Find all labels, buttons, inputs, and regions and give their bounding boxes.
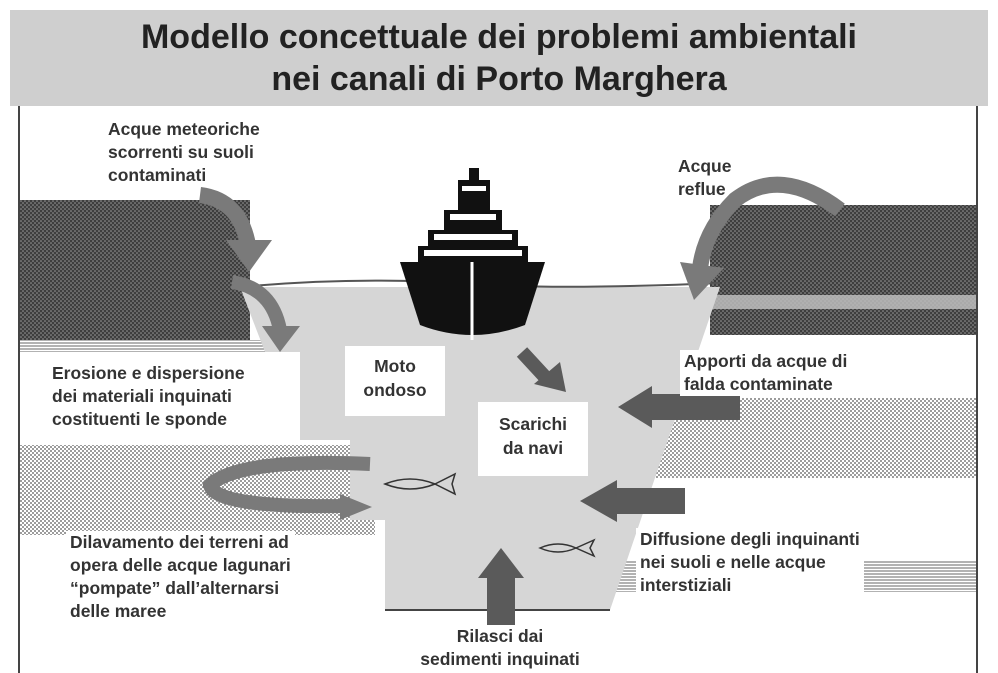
label-line: Scarichi (498, 414, 568, 434)
title-line-1: Modello concettuale dei problemi ambient… (140, 18, 857, 56)
label-line: opera delle acque lagunari (70, 555, 291, 575)
right-bank-contaminated-soil (710, 205, 976, 335)
label-line: dei materiali inquinati (52, 386, 232, 406)
right-bank-light-band (710, 295, 976, 309)
label-line: ondoso (363, 380, 427, 400)
label-line: scorrenti su suoli (108, 142, 254, 162)
label-line: Acque meteoriche (108, 119, 260, 139)
arrow-meteoriche (198, 187, 300, 352)
label-line: “pompate” dall’alternarsi (70, 578, 280, 598)
arrow-diffusione (580, 480, 685, 522)
diagram-title: Modello concettuale dei problemi ambient… (10, 16, 988, 100)
label-acque-reflue: Acque reflue (678, 155, 731, 201)
label-line: falda contaminate (684, 374, 833, 394)
label-diffusione: Diffusione degli inquinanti nei suoli e … (636, 528, 864, 597)
label-rilasci: Rilasci dai sedimenti inquinati (420, 625, 580, 671)
label-line: contaminati (108, 165, 207, 185)
left-bank-contaminated-soil (20, 200, 250, 340)
label-line: da navi (502, 438, 564, 458)
label-acque-meteoriche: Acque meteoriche scorrenti su suoli cont… (108, 118, 260, 187)
label-line: Rilasci dai (456, 626, 544, 646)
arrow-apporti (618, 386, 740, 428)
frame-right-line (976, 106, 978, 673)
label-line: Acque (678, 156, 732, 176)
label-scarichi: Scarichi da navi (478, 402, 588, 476)
fish-icon (538, 538, 596, 558)
label-moto-ondoso: Moto ondoso (345, 346, 445, 416)
label-dilavamento: Dilavamento dei terreni ad opera delle a… (66, 531, 295, 623)
label-line: Apporti da acque di (684, 351, 848, 371)
ship-illustration (400, 168, 545, 340)
label-line: delle maree (70, 601, 167, 621)
label-line: interstiziali (640, 575, 732, 595)
label-line: Moto (374, 356, 416, 376)
label-line: reflue (678, 179, 726, 199)
label-line: costituenti le sponde (52, 409, 228, 429)
label-line: Erosione e dispersione (52, 363, 245, 383)
label-line: Diffusione degli inquinanti (640, 529, 860, 549)
label-line: Dilavamento dei terreni ad (70, 532, 289, 552)
label-line: sedimenti inquinati (420, 649, 580, 669)
label-erosione: Erosione e dispersione dei materiali inq… (48, 362, 249, 431)
label-line: nei suoli e nelle acque (640, 552, 826, 572)
arrow-dilavamento-loop (202, 455, 372, 520)
title-band (10, 10, 988, 106)
title-line-2: nei canali di Porto Marghera (271, 60, 727, 98)
label-apporti: Apporti da acque di falda contaminate (680, 350, 852, 396)
frame-left-line (18, 106, 20, 673)
arrow-reflue (680, 176, 845, 300)
arrow-rilasci (478, 548, 524, 625)
arrow-scarichi (516, 347, 566, 392)
left-bank-stripe (20, 340, 320, 352)
fish-icon (382, 472, 457, 496)
